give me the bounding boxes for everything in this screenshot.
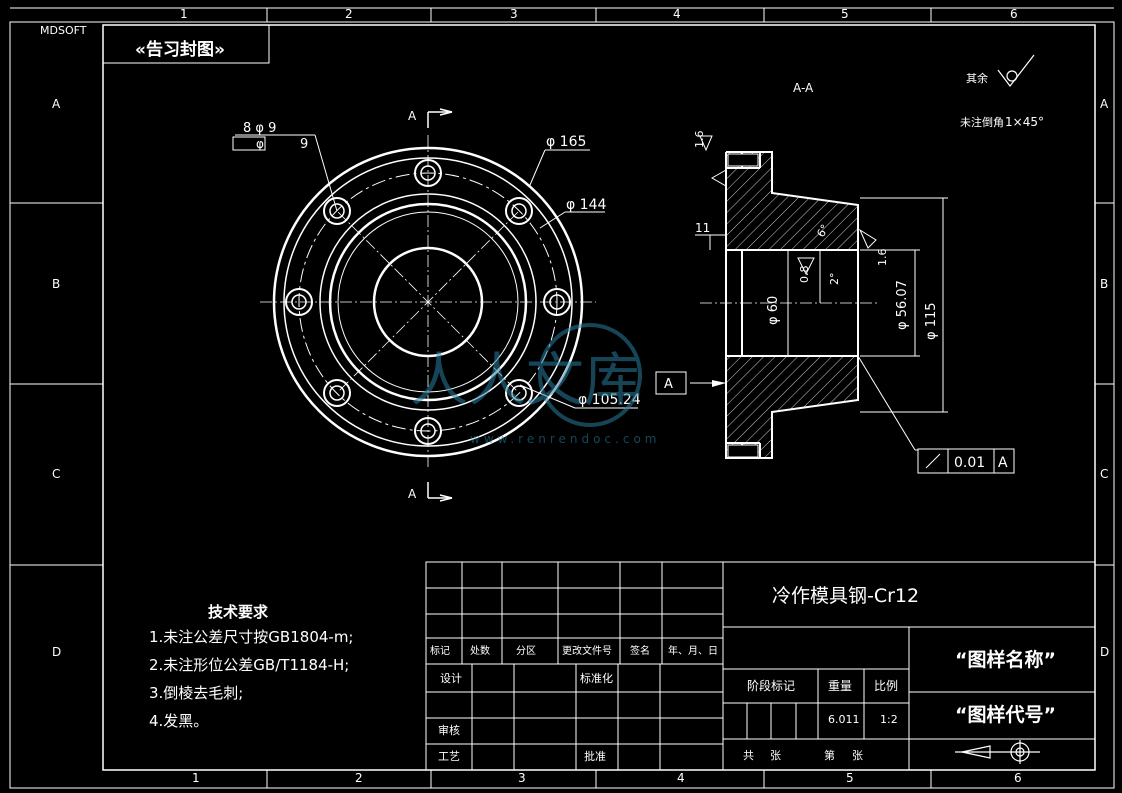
svg-text:6: 6	[1010, 7, 1018, 21]
projection-symbol-icon	[955, 740, 1040, 764]
dim-w11: 11	[695, 221, 710, 235]
svg-text:4.发黑。: 4.发黑。	[149, 712, 208, 730]
dim-a2: 2°	[828, 273, 841, 286]
svg-text:共: 共	[743, 749, 754, 762]
svg-text:3: 3	[518, 771, 526, 785]
svg-text:审核: 审核	[438, 723, 460, 737]
svg-text:5: 5	[846, 771, 854, 785]
svg-text:2: 2	[345, 7, 353, 21]
dim-d60: φ 60	[766, 296, 781, 325]
svg-text:www.renrendoc.com: www.renrendoc.com	[470, 432, 660, 446]
dim-r16b: 1.6	[693, 131, 706, 149]
svg-text:签名: 签名	[630, 644, 650, 657]
svg-text:3.倒棱去毛刺;: 3.倒棱去毛刺;	[149, 684, 243, 702]
svg-text:«告习封图»: «告习封图»	[135, 39, 225, 60]
section-view	[655, 135, 1015, 474]
section-marker-top: A	[408, 109, 417, 123]
dim-d56: φ 56.07	[895, 280, 910, 330]
svg-text:4: 4	[677, 771, 685, 785]
svg-text:3: 3	[510, 7, 518, 21]
svg-text:1: 1	[180, 7, 188, 21]
svg-text:第: 第	[824, 748, 835, 762]
svg-text:B: B	[52, 277, 60, 291]
svg-text:年、月、日: 年、月、日	[668, 644, 718, 657]
section-marker-bottom: A	[408, 487, 417, 501]
svg-text:A: A	[52, 97, 61, 111]
dim-r08: 0.8	[798, 266, 811, 284]
svg-text:A: A	[1100, 97, 1109, 111]
column-labels-bottom: 1 2 3 4 5 6	[192, 771, 1022, 785]
datum-letter: A	[664, 377, 673, 392]
svg-text:重量: 重量	[828, 679, 852, 693]
svg-text:C: C	[1100, 467, 1108, 481]
svg-text:批准: 批准	[584, 749, 606, 763]
svg-text:2: 2	[355, 771, 363, 785]
hole-count-dia: 8 φ 9	[243, 121, 276, 136]
title-block-text: 冷作模具钢-Cr12 “图样名称” “图样代号” 标记 处数 分区 更改文件号 …	[430, 585, 1056, 763]
svg-text:技术要求: 技术要求	[208, 603, 269, 621]
svg-text:D: D	[52, 645, 61, 659]
svg-text:比例: 比例	[874, 679, 898, 693]
svg-text:B: B	[1100, 277, 1108, 291]
dim-d144: φ 144	[566, 197, 607, 213]
dim-r16a: 1.6	[876, 249, 889, 267]
front-view	[232, 108, 638, 502]
roughness-icon	[997, 54, 1035, 87]
tolerance-value: 0.01	[954, 455, 985, 471]
svg-text:1:2: 1:2	[880, 713, 898, 726]
column-labels-top: 1 2 3 4 5 6	[180, 7, 1018, 21]
roughness-label: 其余	[966, 71, 988, 85]
svg-text:分区: 分区	[516, 645, 536, 657]
svg-text:张: 张	[852, 749, 863, 762]
svg-text:2.未注形位公差GB/T1184-H;: 2.未注形位公差GB/T1184-H;	[149, 656, 349, 674]
svg-text:阶段标记: 阶段标记	[747, 678, 795, 693]
section-markers	[427, 108, 453, 502]
svg-text:标准化: 标准化	[580, 671, 613, 685]
svg-text:更改文件号: 更改文件号	[562, 644, 612, 657]
hole-counterbore: φ	[256, 137, 264, 151]
svg-text:处数: 处数	[470, 644, 490, 657]
drawing-name: “图样名称”	[955, 648, 1056, 671]
svg-text:D: D	[1100, 645, 1109, 659]
svg-text:6.011: 6.011	[828, 713, 860, 726]
row-labels-right: A B C D	[1100, 97, 1109, 659]
svg-text:4: 4	[673, 7, 681, 21]
tolerance-ref: A	[998, 455, 1008, 471]
chamfer-value: 1×45°	[1005, 115, 1044, 129]
svg-text:5: 5	[841, 7, 849, 21]
svg-text:1: 1	[192, 771, 200, 785]
material: 冷作模具钢-Cr12	[772, 585, 919, 607]
svg-text:工艺: 工艺	[438, 750, 460, 763]
section-label: A-A	[793, 81, 814, 95]
hole-depth: 9	[300, 137, 308, 152]
svg-text:设计: 设计	[440, 672, 462, 685]
dim-a6: 6°	[814, 222, 832, 239]
svg-text:6: 6	[1014, 771, 1022, 785]
row-labels-left: A B C D	[52, 97, 61, 659]
stamp-box: «告习封图»	[102, 24, 270, 64]
chamfer-label: 未注倒角	[960, 115, 1004, 129]
tech-requirements: 技术要求 1.未注公差尺寸按GB1804-m; 2.未注形位公差GB/T1184…	[149, 603, 353, 730]
watermark: 人人文库 www.renrendoc.com	[410, 323, 660, 446]
dim-d165: φ 165	[546, 134, 586, 150]
svg-text:标记: 标记	[430, 645, 450, 657]
svg-text:人人文库: 人人文库	[410, 346, 642, 414]
drawing-code: “图样代号”	[955, 703, 1056, 726]
svg-text:张: 张	[770, 749, 781, 762]
title-block	[425, 561, 1096, 771]
svg-text:1.未注公差尺寸按GB1804-m;: 1.未注公差尺寸按GB1804-m;	[149, 628, 353, 646]
corner-label: MDSOFT	[40, 24, 87, 37]
dim-d105: φ 105.24	[578, 392, 641, 408]
dim-d115: φ 115	[924, 302, 939, 340]
svg-text:C: C	[52, 467, 60, 481]
bolt-holes	[285, 159, 571, 445]
